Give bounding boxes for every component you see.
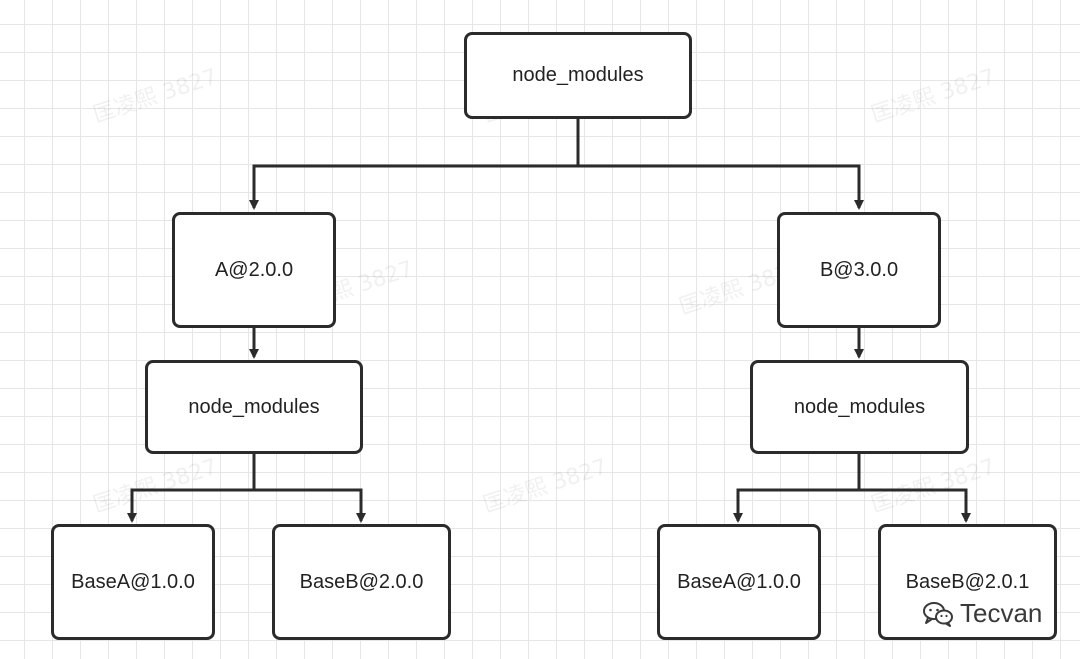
node-a-base-b: BaseB@2.0.0: [272, 524, 451, 640]
node-label: node_modules: [188, 395, 320, 418]
brand-signature: Tecvan: [918, 598, 1047, 629]
node-label: B@3.0.0: [819, 258, 899, 281]
node-a-modules: node_modules: [145, 360, 363, 454]
edge-root-to-a: [249, 118, 580, 210]
node-b: B@3.0.0: [777, 212, 941, 328]
brand-name: Tecvan: [960, 598, 1043, 628]
edge-b-modules-to-basea: [733, 453, 861, 523]
node-label: A@2.0.0: [214, 258, 294, 281]
node-label: BaseB@2.0.1: [905, 570, 1030, 593]
node-label: node_modules: [793, 395, 926, 418]
node-label: BaseB@2.0.0: [299, 570, 424, 593]
node-label: BaseA@1.0.0: [677, 570, 801, 593]
node-b-modules: node_modules: [750, 360, 969, 454]
node-label: BaseA@1.0.0: [71, 570, 195, 593]
node-a: A@2.0.0: [172, 212, 336, 328]
node-a-base-a: BaseA@1.0.0: [51, 524, 215, 640]
wechat-icon: [923, 601, 953, 627]
node-root-modules: node_modules: [464, 32, 692, 119]
edge-root-to-b: [578, 164, 864, 210]
edge-a-modules-to-basea: [127, 453, 256, 523]
edge-a-modules-to-baseb: [254, 488, 366, 523]
edge-b-modules-to-baseb: [859, 488, 971, 523]
node-label: node_modules: [512, 64, 644, 86]
node-b-base-a: BaseA@1.0.0: [657, 524, 821, 640]
